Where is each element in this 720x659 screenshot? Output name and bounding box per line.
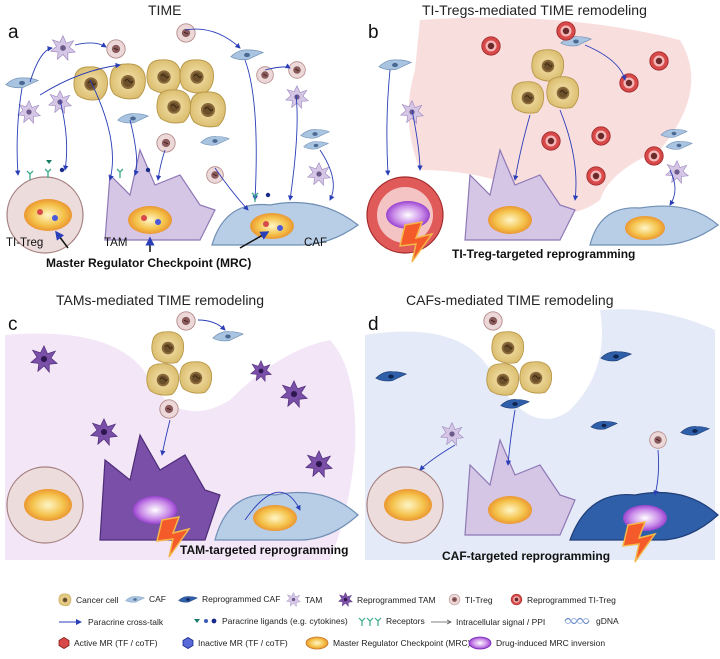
- inactive-mr-icon: [182, 637, 194, 649]
- tam-reprogramming-label: TAM-targeted reprogramming: [180, 543, 349, 557]
- legend-paracrine: Paracrine cross-talk: [58, 617, 163, 627]
- receptor-icon: [358, 617, 382, 626]
- legend: Cancer cell CAF Reprogrammed CAF TAM Rep…: [0, 585, 720, 655]
- treg-cell-c: [6, 466, 84, 544]
- intracellular-arrow-icon: [431, 619, 452, 625]
- receptors: [26, 168, 259, 202]
- reprogrammed-tam-cell: [99, 433, 221, 541]
- active-mr-icon: [58, 637, 70, 649]
- reprogramming-bolt-icon: [156, 516, 191, 558]
- paracrine-arrows: [15, 28, 335, 211]
- panel-a-label: a: [8, 22, 19, 43]
- legend-inactive-mr: Inactive MR (TF / coTF): [182, 637, 288, 649]
- legend-active-mr: Active MR (TF / coTF): [58, 637, 158, 649]
- tam-cell-d: [464, 438, 576, 536]
- reprogrammed-tam-icon: [338, 592, 353, 607]
- gdna-icon: [564, 617, 590, 625]
- panel-a: a TIME TI-Treg TAM CAF Master Regulator …: [0, 0, 360, 285]
- legend-ligands: Paracrine ligands (e.g. cytokines): [192, 616, 348, 626]
- reprogramming-bolt-icon: [399, 221, 434, 263]
- panel-a-title: TIME: [148, 2, 182, 18]
- legend-reprogrammed-caf: Reprogrammed CAF: [178, 594, 280, 604]
- legend-cancer-cell: Cancer cell: [58, 593, 119, 607]
- reprogramming-bolt-icon: [622, 521, 657, 563]
- legend-reprogrammed-tam: Reprogrammed TAM: [338, 592, 436, 607]
- arrow-icon: [59, 619, 82, 625]
- reprogrammed-caf-icon: [178, 595, 198, 603]
- tam-cell-b: [464, 148, 576, 241]
- legend-caf: CAF: [125, 594, 166, 604]
- caf-cell: [211, 201, 359, 246]
- panel-c-title: TAMs-mediated TIME remodeling: [56, 292, 264, 308]
- caf-icon: [125, 595, 145, 603]
- panel-c-label: c: [8, 314, 18, 335]
- panel-d-diagram: [365, 309, 719, 563]
- caf-cell-b: [589, 205, 719, 246]
- caf-cell-c: [214, 492, 359, 541]
- legend-ti-treg: TI-Treg: [448, 593, 493, 606]
- ti-treg-label: TI-Treg: [6, 237, 44, 249]
- panel-b: b TI-Tregs-mediated TIME remodeling TI-T…: [360, 0, 720, 285]
- treg-reprogramming-label: TI-Treg-targeted reprogramming: [452, 247, 636, 261]
- caf-reprogramming-label: CAF-targeted reprogramming: [442, 549, 611, 563]
- legend-intracellular: Intracellular signal / PPI: [430, 617, 545, 627]
- ti-treg-icon: [448, 593, 461, 606]
- legend-drug-mrc: Drug-induced MRC inversion: [468, 636, 605, 650]
- ligand-icon: [194, 618, 217, 624]
- panel-c: c TAMs-mediated TIME remodeling TAM-targ…: [0, 290, 360, 575]
- mrc-icon: [305, 636, 329, 650]
- panel-a-diagram: [5, 23, 359, 254]
- treg-remodeling-zone: [408, 17, 692, 213]
- treg-cell-d: [366, 466, 444, 544]
- caf-label: CAF: [304, 237, 327, 249]
- drug-mrc-icon: [468, 636, 492, 650]
- tam-icon: [286, 592, 301, 607]
- panel-b-label: b: [368, 22, 379, 43]
- panel-b-diagram: [366, 17, 719, 263]
- tam-cell: [104, 148, 216, 241]
- panel-d: d CAFs-mediated TIME remodeling CAF-targ…: [360, 290, 720, 575]
- legend-gdna: gDNA: [564, 616, 619, 626]
- ligand-dots: [46, 160, 271, 198]
- legend-mrc: Master Regulator Checkpoint (MRC): [305, 636, 470, 650]
- panel-d-label: d: [368, 314, 379, 335]
- reprogrammed-ti-treg-icon: [510, 593, 523, 606]
- panel-d-title: CAFs-mediated TIME remodeling: [406, 292, 614, 308]
- legend-reprogrammed-ti-treg: Reprogrammed TI-Treg: [510, 593, 616, 606]
- panel-b-title: TI-Tregs-mediated TIME remodeling: [422, 2, 647, 18]
- tam-label: TAM: [104, 237, 128, 249]
- legend-tam: TAM: [286, 592, 322, 607]
- mrc-label: Master Regulator Checkpoint (MRC): [46, 256, 252, 270]
- panel-c-diagram: [5, 311, 359, 560]
- cancer-cell-icon: [58, 593, 72, 607]
- legend-receptors: Receptors: [358, 615, 425, 627]
